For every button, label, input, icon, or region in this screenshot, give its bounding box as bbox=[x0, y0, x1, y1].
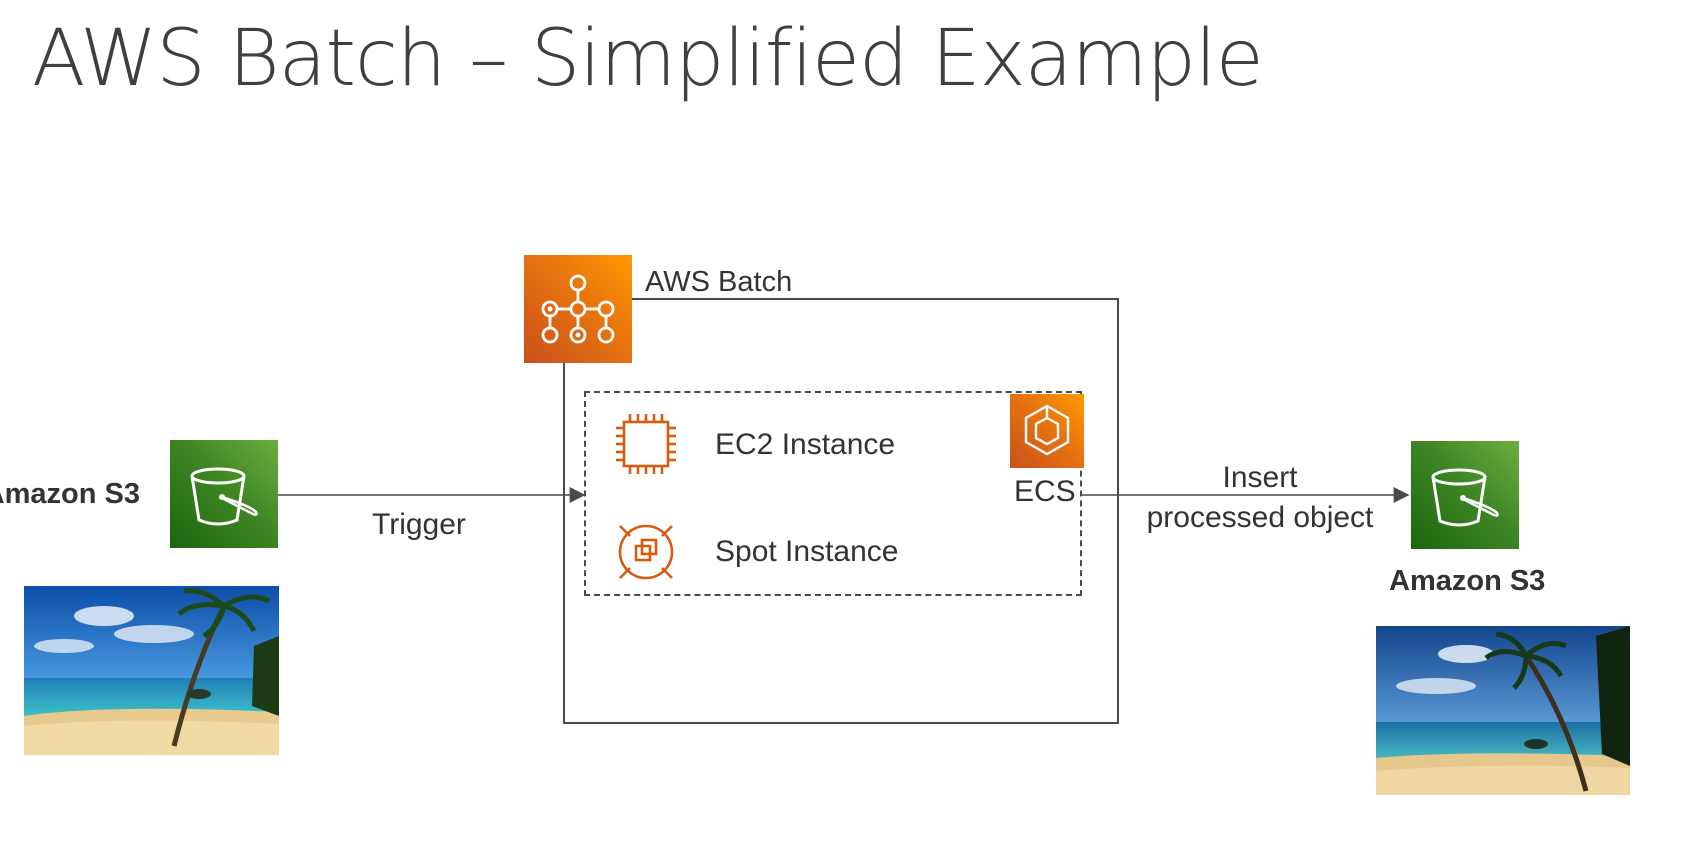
target-s3-icon bbox=[1411, 441, 1519, 549]
aws-batch-label: AWS Batch bbox=[645, 266, 793, 298]
compute-environment bbox=[584, 391, 1082, 596]
aws-batch-icon bbox=[524, 255, 632, 363]
ec2-instance-label: EC2 Instance bbox=[715, 428, 896, 461]
target-s3-label: Amazon S3 bbox=[1389, 565, 1546, 597]
spot-instance-label: Spot Instance bbox=[715, 535, 899, 568]
source-s3-icon bbox=[170, 440, 278, 548]
insert-label: Insert processed object bbox=[1140, 458, 1380, 538]
source-image bbox=[24, 586, 279, 755]
s3-bucket-icon bbox=[1431, 468, 1499, 527]
ec2-instance-icon bbox=[612, 410, 680, 478]
insert-label-line2: processed object bbox=[1146, 501, 1374, 534]
spot-instance-icon bbox=[612, 518, 680, 586]
insert-label-line1: Insert bbox=[1222, 461, 1298, 494]
target-image bbox=[1376, 626, 1630, 795]
trigger-label: Trigger bbox=[372, 508, 466, 541]
aws-batch-container bbox=[563, 298, 1119, 724]
s3-bucket-icon bbox=[190, 467, 258, 526]
source-s3-label: Amazon S3 bbox=[0, 478, 140, 510]
ecs-label: ECS bbox=[1014, 475, 1076, 508]
ecs-icon bbox=[1010, 394, 1084, 468]
slide-title: AWS Batch – Simplified Example bbox=[32, 14, 1264, 104]
